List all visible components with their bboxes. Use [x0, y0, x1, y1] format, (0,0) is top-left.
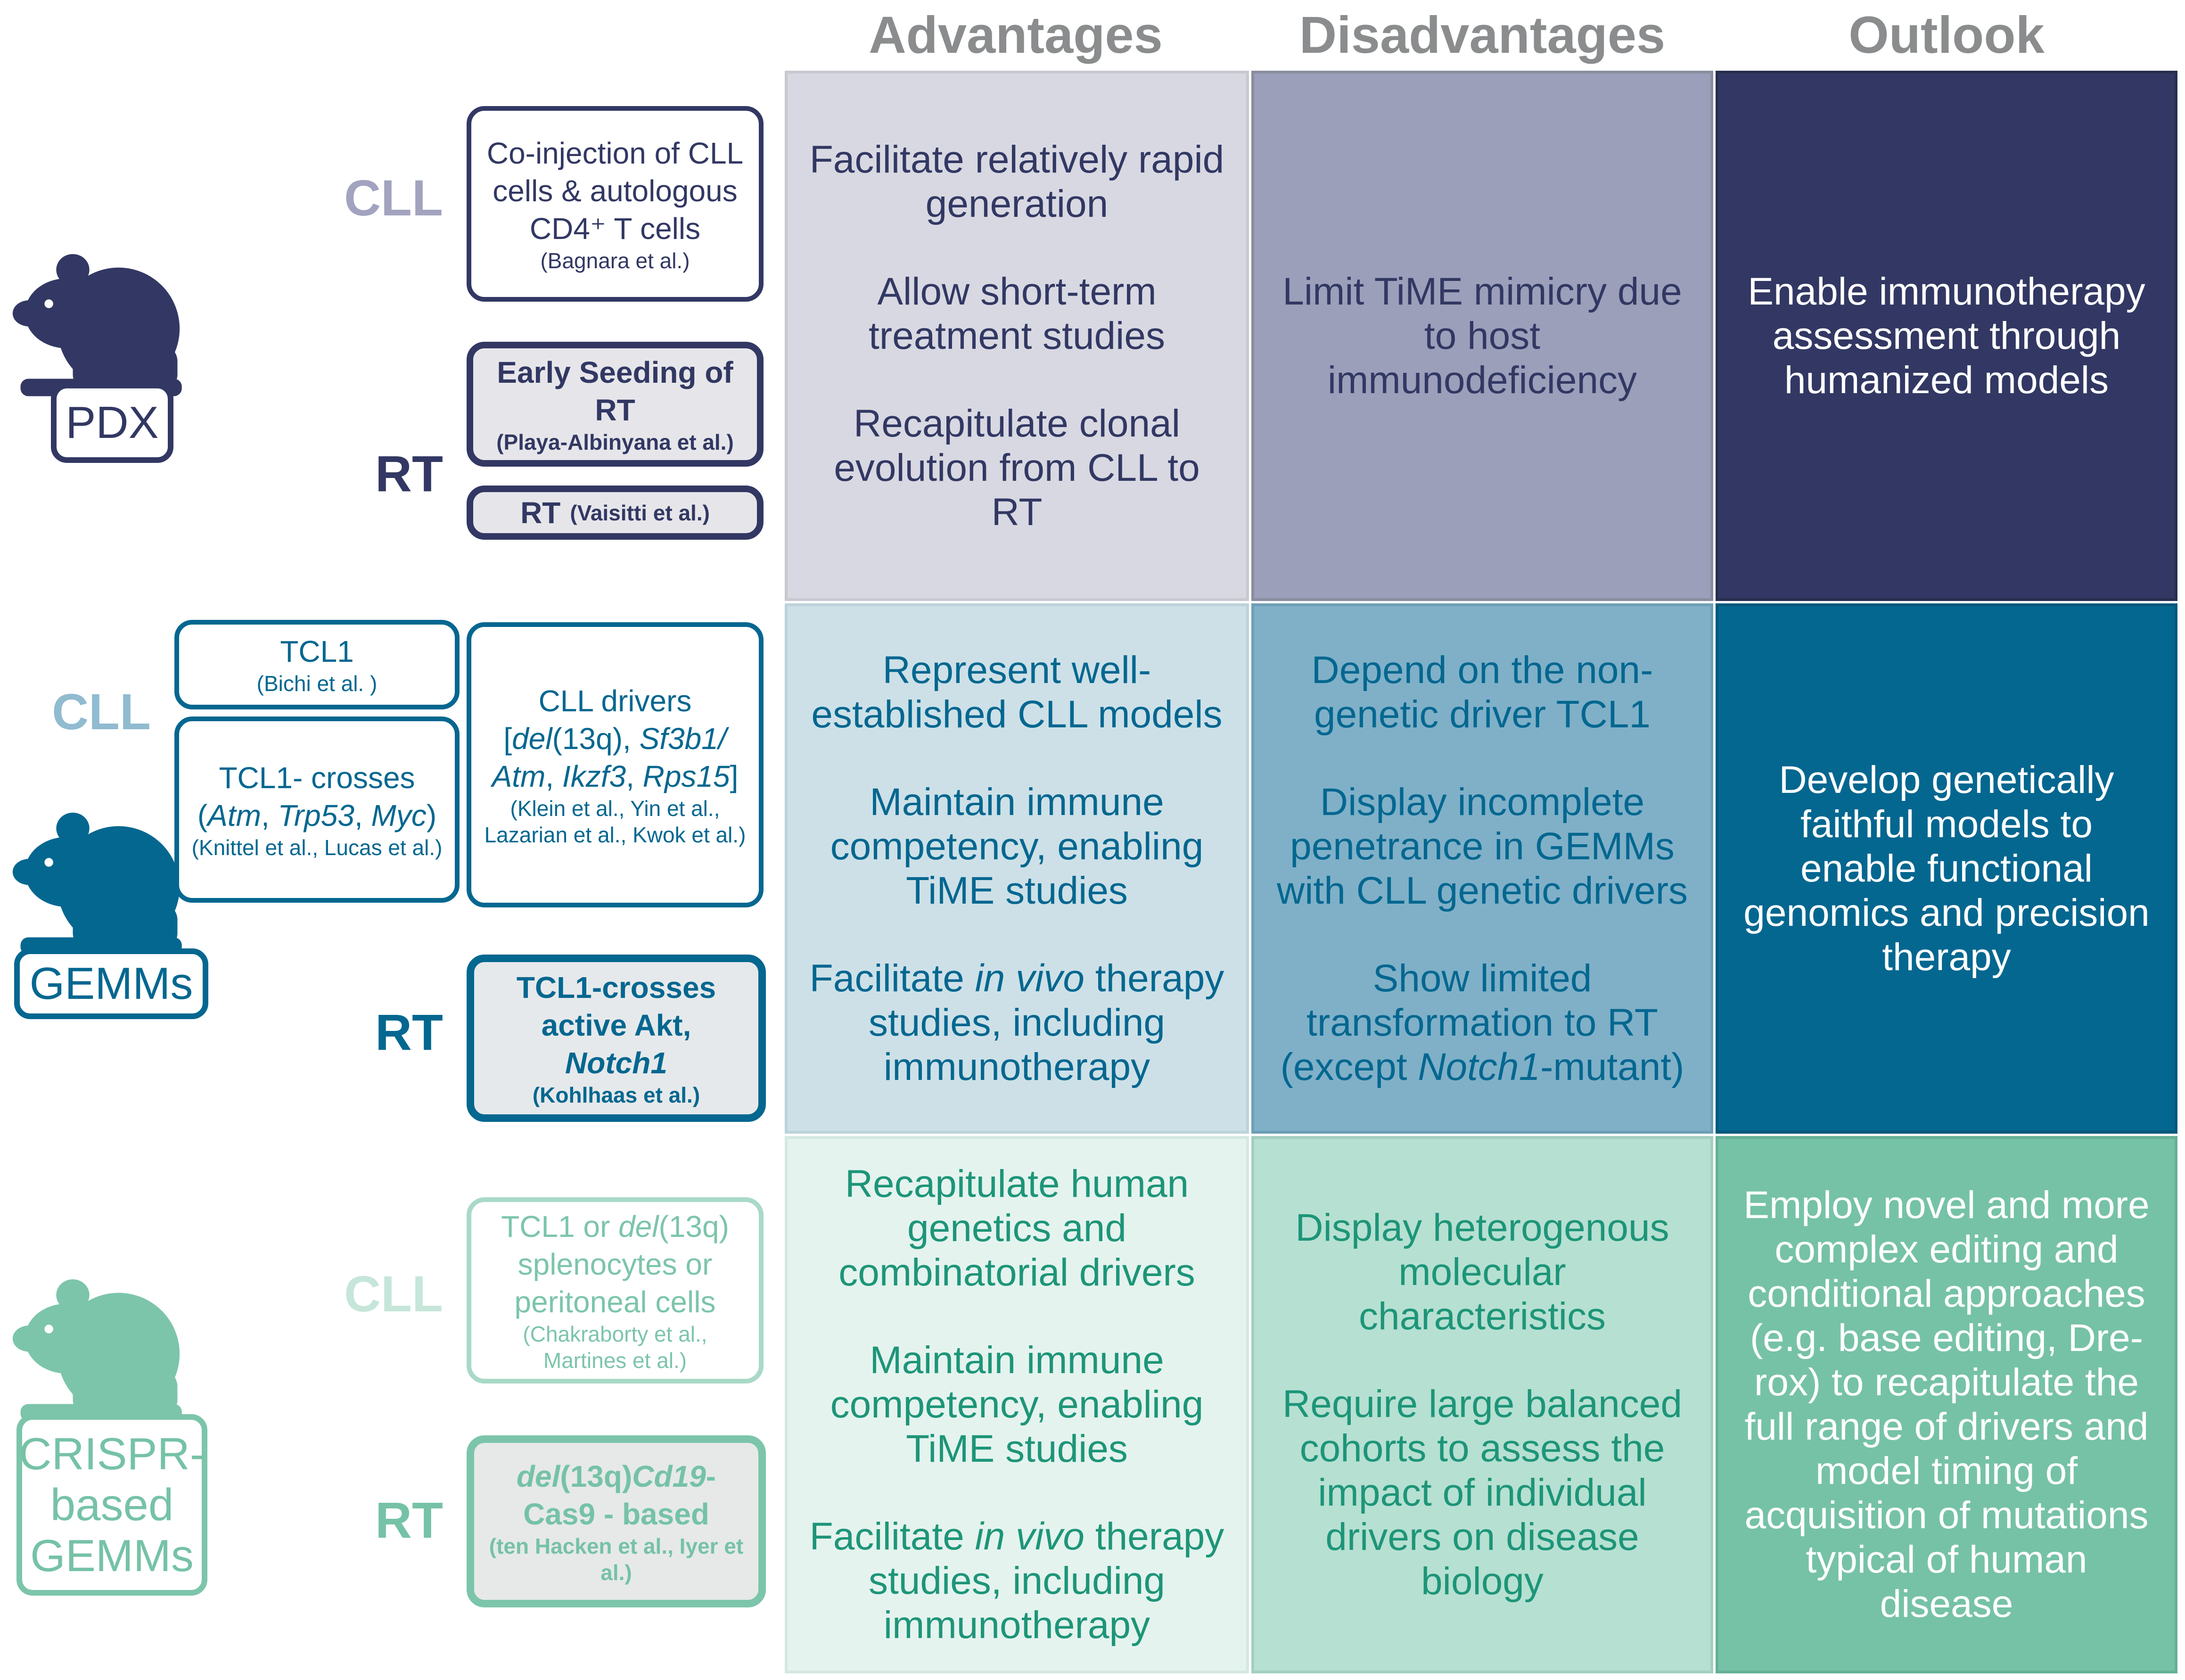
crispr-box-cd19-cas9: del(13q)Cd19-Cas9 - based (ten Hacken et…: [467, 1435, 766, 1607]
advantage-text: Allow short-term treatment studies: [869, 270, 1165, 357]
advantage-text: Facilitate in vivo therapy studies, incl…: [809, 956, 1224, 1088]
outlook-text: Employ novel and more complex editing an…: [1743, 1184, 2150, 1625]
header-outlook: Outlook: [1848, 6, 2045, 64]
gemm-box-cll-drivers: CLL drivers [del(13q), Sf3b1/ Atm, Ikzf3…: [467, 622, 764, 907]
crispr-advantages-cell: Recapitulate human genetics and combinat…: [785, 1136, 1249, 1673]
box-text: RT: [520, 495, 561, 530]
pdx-box-early-seeding: Early Seeding of RT (Playa-Albinyana et …: [467, 342, 764, 467]
crispr-cll-label: CLL: [344, 1265, 443, 1322]
crispr-disadvantages-cell: Display heterogenous molecular character…: [1251, 1136, 1713, 1673]
advantage-text: Maintain immune competency, enabling TiM…: [830, 1339, 1204, 1470]
crispr-label: CRISPR- based GEMMs: [16, 1414, 207, 1596]
advantage-text: Facilitate relatively rapid generation: [809, 138, 1224, 225]
disadvantage-text: Display heterogenous molecular character…: [1295, 1206, 1669, 1338]
disadvantage-text: Limit TiME mimicry due to host immunodef…: [1282, 270, 1682, 402]
crispr-label-line: CRISPR-: [19, 1428, 205, 1479]
box-text: TCL1 or del(13q) splenocytes or peritone…: [501, 1209, 729, 1319]
pdx-label-text: PDX: [66, 397, 159, 448]
box-citation: (Kohlhaas et al.): [532, 1082, 700, 1107]
disadvantage-text: Show limited transformation to RT (excep…: [1280, 956, 1684, 1088]
pdx-mouse-icon: [12, 254, 182, 396]
pdx-outlook-cell: Enable immunotherapy assessment through …: [1716, 71, 2177, 601]
gemm-rt-label: RT: [375, 1004, 443, 1061]
advantage-text: Recapitulate clonal evolution from CLL t…: [834, 402, 1200, 534]
disadvantage-text: Depend on the non-genetic driver TCL1: [1311, 648, 1653, 736]
gemm-cll-label: CLL: [52, 683, 151, 740]
box-text: Co-injection of CLL cells & autologous C…: [486, 136, 744, 246]
pdx-box-coinjection: Co-injection of CLL cells & autologous C…: [467, 106, 764, 302]
gemm-disadvantages-cell: Depend on the non-genetic driver TCL1 Di…: [1251, 603, 1713, 1134]
gemm-label: GEMMs: [14, 948, 208, 1019]
box-citation: (Knittel et al., Lucas et al.): [191, 835, 443, 860]
gemm-label-text: GEMMs: [29, 958, 193, 1009]
gemm-advantages-cell: Represent well-established CLL models Ma…: [785, 603, 1249, 1134]
advantage-text: Represent well-established CLL models: [811, 648, 1223, 736]
gemm-box-tcl1: TCL1 (Bichi et al. ): [174, 620, 460, 709]
box-text: CLL drivers [del(13q), Sf3b1/ Atm, Ikzf3…: [492, 684, 739, 793]
box-citation: (Bagnara et al.): [540, 248, 690, 273]
pdx-label: PDX: [51, 383, 173, 463]
pdx-disadvantages-cell: Limit TiME mimicry due to host immunodef…: [1251, 71, 1713, 601]
box-citation: (Playa-Albinyana et al.): [496, 429, 734, 454]
outlook-text: Develop genetically faithful models to e…: [1743, 758, 2150, 979]
box-text: Early Seeding of RT: [497, 355, 733, 427]
advantage-text: Facilitate in vivo therapy studies, incl…: [809, 1515, 1224, 1647]
outlook-text: Enable immunotherapy assessment through …: [1748, 270, 2145, 402]
pdx-advantages-cell: Facilitate relatively rapid generation A…: [785, 71, 1249, 601]
advantage-text: Recapitulate human genetics and combinat…: [838, 1162, 1195, 1294]
box-text: TCL1- crosses (Atm, Trp53, Myc): [197, 760, 437, 832]
crispr-label-line: based: [50, 1479, 174, 1530]
box-citation: (Vaisitti et al.): [570, 500, 710, 525]
crispr-mouse-icon: [12, 1279, 182, 1422]
gemm-outlook-cell: Develop genetically faithful models to e…: [1716, 603, 2177, 1134]
header-advantages: Advantages: [869, 6, 1163, 64]
box-text: del(13q)Cd19-Cas9 - based: [516, 1459, 716, 1531]
box-text: TCL1: [280, 634, 354, 668]
box-citation: (Klein et al., Yin et al., Lazarian et a…: [484, 796, 746, 847]
disadvantage-text: Require large balanced cohorts to assess…: [1282, 1383, 1682, 1603]
gemm-box-tcl1-crosses-akt: TCL1-crosses active Akt,Notch1 (Kohlhaas…: [467, 955, 766, 1122]
crispr-rt-label: RT: [375, 1491, 443, 1548]
box-citation: (ten Hacken et al., Iyer et al.): [489, 1533, 744, 1585]
crispr-label-line: GEMMs: [30, 1530, 194, 1581]
crispr-outlook-cell: Employ novel and more complex editing an…: [1716, 1136, 2177, 1673]
disadvantage-text: Display incomplete penetrance in GEMMs w…: [1276, 780, 1688, 912]
crispr-box-tcl1-del13q: TCL1 or del(13q) splenocytes or peritone…: [467, 1197, 764, 1384]
pdx-cll-label: CLL: [344, 169, 443, 226]
advantage-text: Maintain immune competency, enabling TiM…: [830, 780, 1204, 912]
pdx-rt-label: RT: [375, 445, 443, 502]
gemm-mouse-icon: [12, 812, 182, 955]
box-text: TCL1-crosses active Akt,Notch1: [516, 970, 716, 1080]
box-citation: (Bichi et al. ): [256, 671, 378, 696]
gemm-box-tcl1-crosses: TCL1- crosses (Atm, Trp53, Myc) (Knittel…: [174, 716, 460, 903]
pdx-box-rt: RT (Vaisitti et al.): [467, 486, 764, 540]
header-disadvantages: Disadvantages: [1299, 6, 1666, 64]
box-citation: (Chakraborty et al., Martines et al.): [523, 1321, 707, 1373]
